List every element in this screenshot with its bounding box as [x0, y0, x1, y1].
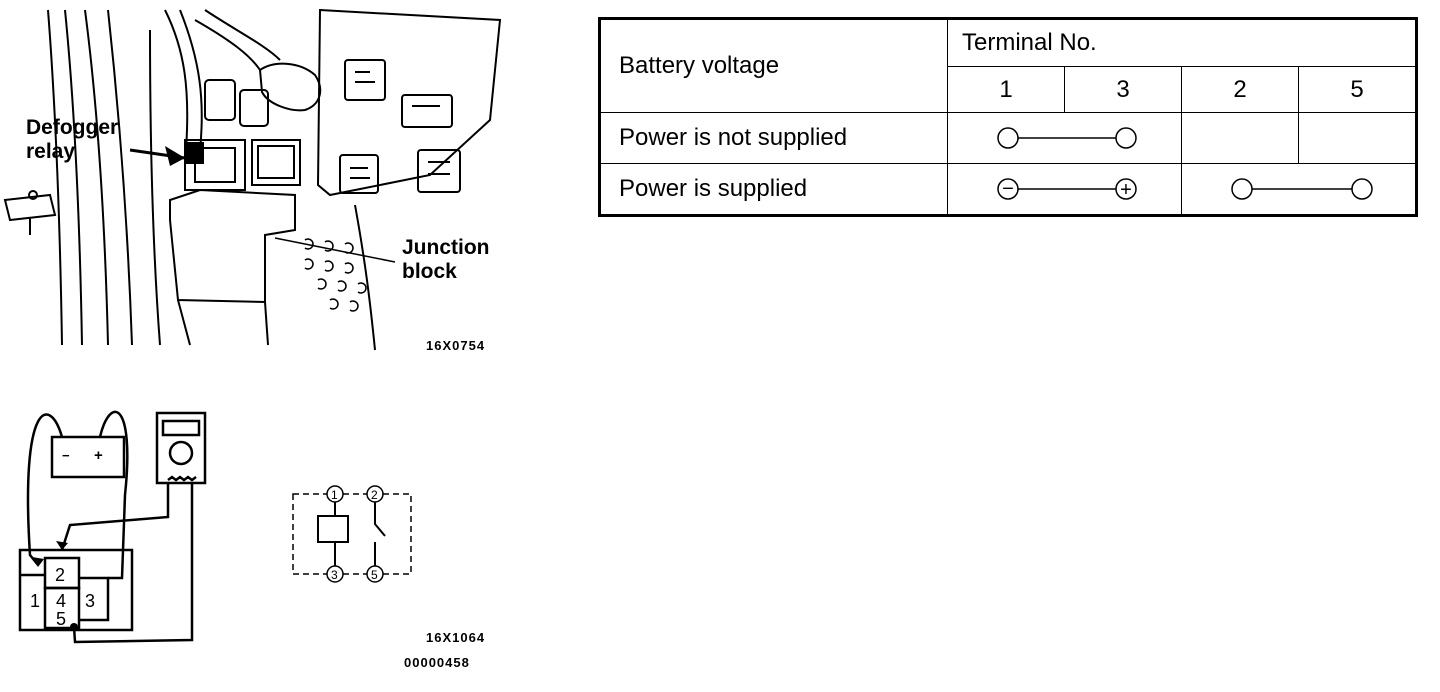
row-label-not-supplied: Power is not supplied — [599, 112, 948, 164]
battery-plus-sign: + — [94, 447, 103, 464]
figure-code-top: 16X0754 — [426, 338, 486, 353]
supply-1-3: − + — [947, 163, 1182, 216]
relay-schematic: 1 2 3 5 — [292, 485, 412, 583]
terminal-1-circle — [997, 127, 1019, 149]
row-label-supplied: Power is supplied — [599, 163, 948, 216]
relay-pin-2: 2 — [55, 565, 65, 585]
empty-cell-5 — [1298, 112, 1417, 164]
continuity-2-5-supplied — [1181, 163, 1417, 216]
defogger-relay-label: Defogger relay — [26, 116, 118, 164]
terminal-3-positive — [1115, 178, 1137, 200]
continuity-1-3-not-supplied — [947, 112, 1182, 164]
battery-body — [50, 435, 126, 479]
junction-label-line1: Junction — [402, 236, 490, 259]
terminal-2-header: 2 — [1181, 66, 1299, 113]
junction-label-line2: block — [402, 260, 457, 283]
terminal-2-circle — [1231, 178, 1253, 200]
terminal-3-header: 3 — [1064, 66, 1182, 113]
multimeter-body — [155, 411, 207, 485]
relay-pin-4: 4 — [56, 591, 66, 611]
terminal-5-header: 5 — [1298, 66, 1417, 113]
terminal-1-header: 1 — [947, 66, 1065, 113]
relay-coil — [317, 515, 349, 543]
plus-sign: + — [1120, 179, 1132, 201]
defogger-label-line2: relay — [26, 140, 76, 163]
table-terminal-row: 1 3 2 5 — [600, 66, 1417, 113]
minus-sign: − — [1002, 178, 1014, 200]
defogger-label-line1: Defogger — [26, 116, 119, 139]
figure-code-bottom: 16X1064 — [426, 630, 486, 645]
schematic-pin-2: 2 — [371, 488, 378, 502]
schematic-pin-5: 5 — [371, 568, 378, 582]
relay-test-circuit: − + 2 1 4 3 5 — [18, 410, 207, 644]
terminal-check-table: Battery voltage Terminal No. 1 3 2 5 Pow… — [598, 17, 1418, 217]
terminal-5-circle — [1351, 178, 1373, 200]
relay-pin-5: 5 — [56, 609, 66, 629]
schematic-pin-1: 1 — [331, 488, 338, 502]
empty-cell-2 — [1181, 112, 1299, 164]
battery-minus-sign: − — [62, 448, 70, 463]
document-id: 00000458 — [404, 655, 470, 670]
schematic-pin-3: 3 — [331, 568, 338, 582]
junction-block-label: Junction block — [402, 236, 490, 284]
terminal-1-negative — [997, 178, 1019, 200]
table-row: Power is not supplied — [599, 112, 1417, 164]
table-row: Power is supplied − + — [599, 163, 1417, 216]
header-battery-voltage: Battery voltage — [599, 18, 948, 113]
header-terminal-no: Terminal No. — [947, 18, 1417, 67]
relay-pin-1: 1 — [30, 591, 40, 611]
dashboard-relay-illustration — [3, 8, 502, 351]
relay-pin-3: 3 — [85, 591, 95, 611]
terminal-3-circle — [1115, 127, 1137, 149]
table-header-row: Battery voltage Terminal No. — [599, 18, 1417, 113]
